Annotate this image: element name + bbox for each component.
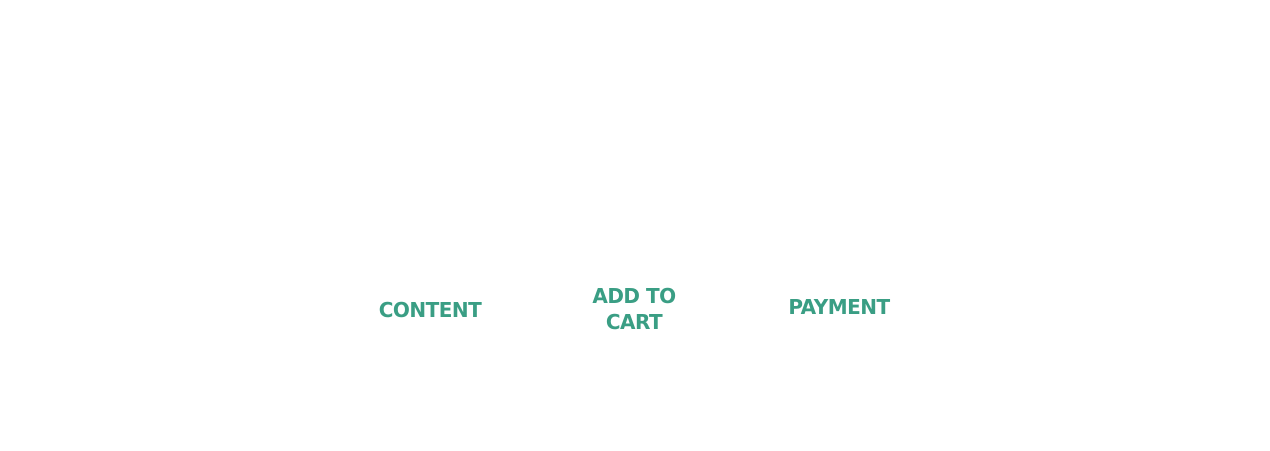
step-payment[interactable]: PAYMENT [788,295,890,319]
step-add-to-cart[interactable]: ADD TO CART [592,284,676,334]
step-content[interactable]: CONTENT [378,298,482,322]
